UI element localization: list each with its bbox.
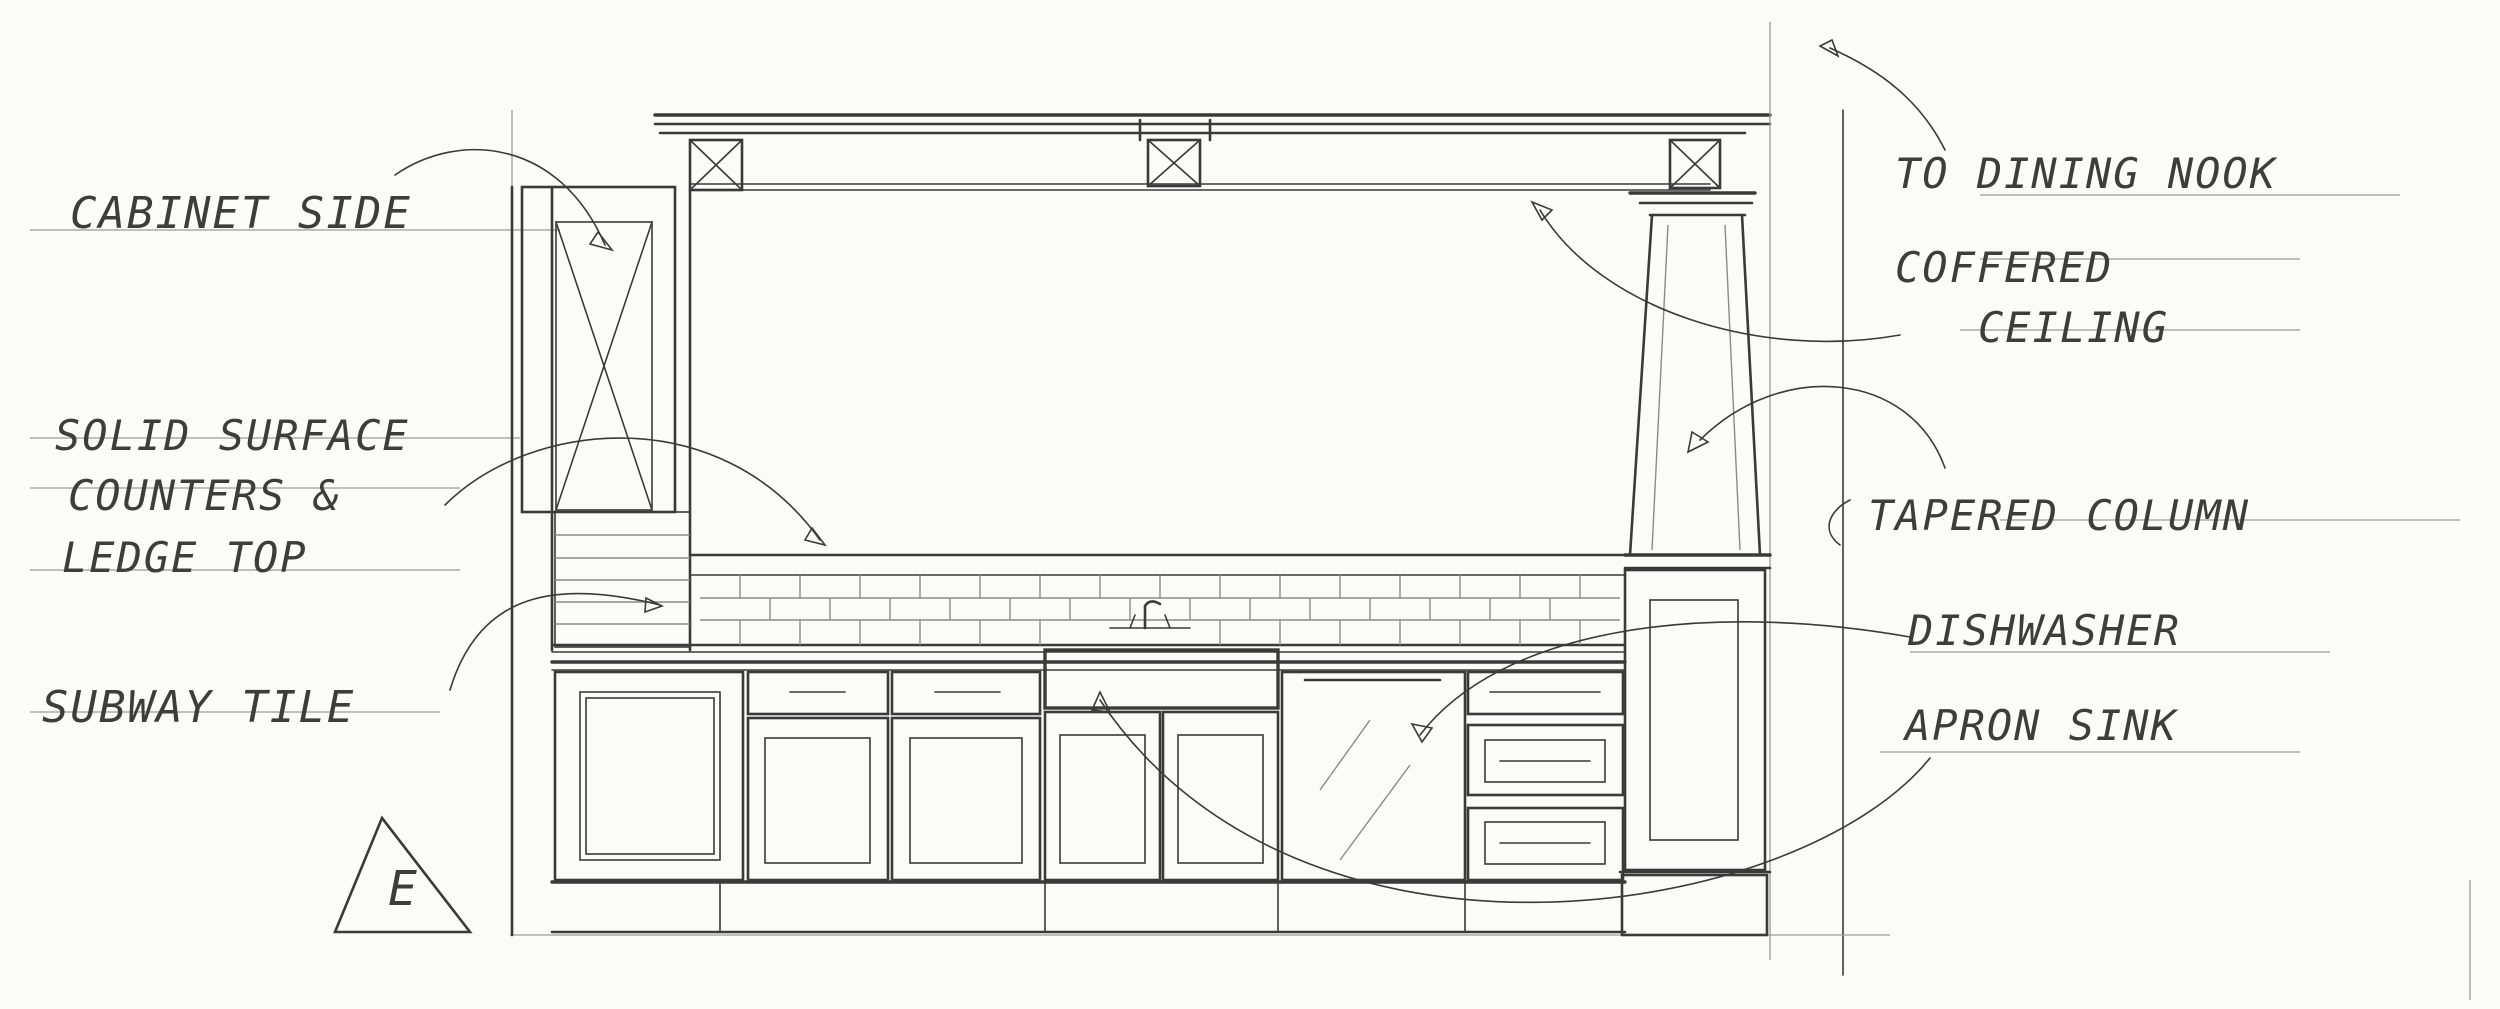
label-cabinet-side: CABINET SIDE: [70, 188, 412, 239]
label-dishwasher: DISHWASHER: [1907, 606, 2181, 655]
label-subway-tile: SUBWAY TILE: [42, 682, 355, 733]
label-solid-surface-line1: SOLID SURFACE: [55, 411, 410, 460]
subway-tile-backsplash: [550, 511, 1627, 653]
cabinet-side: [510, 185, 692, 937]
label-tapered-column: TAPERED COLUMN: [1868, 491, 2250, 540]
base-cabinets: [550, 648, 1627, 934]
coffered-ceiling-beam: [653, 113, 1772, 192]
elevation-marker-letter: E: [388, 861, 419, 917]
label-apron-sink: APRON SINK: [1902, 701, 2179, 750]
label-solid-surface-line3: LEDGE TOP: [62, 533, 308, 582]
leader-lines: [394, 38, 1946, 904]
tapered-column: [1618, 191, 1772, 937]
label-coffered-line2: CEILING: [1978, 303, 2169, 352]
label-to-dining-nook: TO DINING NOOK: [1895, 149, 2278, 198]
elevation-marker: E: [333, 815, 473, 934]
faucet: [1109, 600, 1191, 630]
label-solid-surface-line2: COUNTERS &: [68, 471, 341, 520]
label-coffered-line1: COFFERED: [1895, 243, 2113, 292]
annotation-labels: CABINET SIDE SOLID SURFACE COUNTERS & LE…: [42, 149, 2278, 750]
